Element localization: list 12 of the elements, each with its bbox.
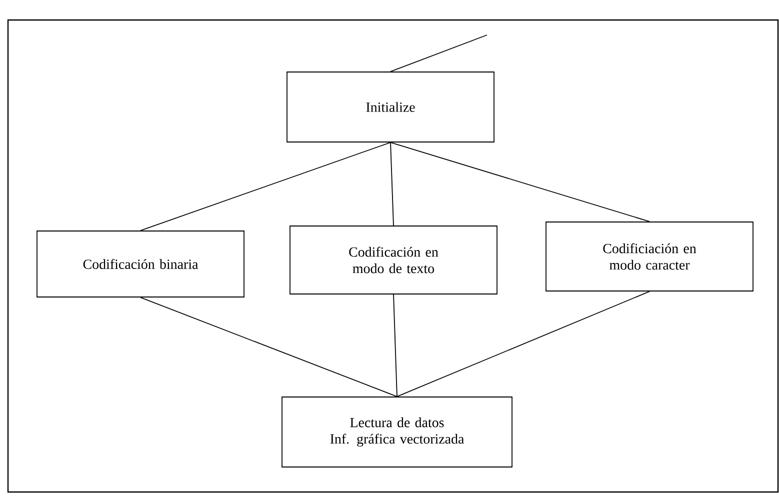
- process-box: Codificación en modo de texto: [290, 226, 498, 294]
- connector-line: [393, 294, 398, 397]
- process-box: Initialize: [286, 72, 494, 142]
- connector-line: [390, 34, 488, 72]
- process-box: Lectura de datos Inf. gráfica vectorizada: [282, 396, 512, 468]
- process-box: Codificación binaria: [36, 230, 244, 298]
- connector-line: [390, 142, 650, 222]
- connector-line: [390, 142, 394, 226]
- connector-line: [396, 291, 650, 397]
- process-box: Codificiación en modo caracter: [546, 222, 754, 292]
- connector-line: [140, 142, 391, 231]
- connector-line: [140, 297, 398, 397]
